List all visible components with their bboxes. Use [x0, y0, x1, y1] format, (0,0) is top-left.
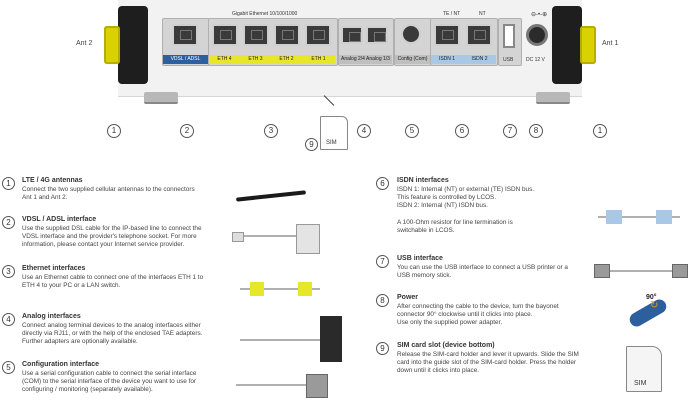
ant-1-label: Ant 1 [602, 40, 619, 47]
device-foot-right [536, 92, 570, 104]
antenna-connector-2 [104, 26, 120, 64]
dc-label: DC 12 V [526, 57, 545, 63]
sim-card-icon [320, 116, 348, 150]
section-4-body: Connect analog terminal devices to the a… [22, 322, 203, 346]
config-com-port [401, 24, 421, 44]
section-2-body: Use the supplied DSL cable for the IP-ba… [22, 225, 202, 249]
callout-1-right: 1 [593, 124, 607, 138]
ethernet-plug-right-icon [298, 282, 312, 296]
rotate-arrow-icon: ↻ [650, 300, 659, 311]
eth2-label: ETH 2 [271, 55, 302, 64]
section-8-number: 8 [376, 294, 389, 307]
usb-plug-b-icon [672, 264, 688, 278]
dsl-rj-plug-icon [232, 232, 244, 242]
eth2-port [274, 24, 300, 46]
section-1-title: LTE / 4G antennas [22, 177, 83, 184]
isdn1-port [434, 24, 460, 46]
section-5-title: Configuration interface [22, 361, 100, 368]
nt-label: NT [479, 11, 486, 17]
tae-adapter-icon [320, 316, 342, 362]
callout-9: 9 [305, 138, 318, 151]
section-5-number: 5 [2, 361, 15, 374]
sim-label-top: SIM [326, 140, 337, 146]
callout-3: 3 [264, 124, 278, 138]
eth3-label: ETH 3 [240, 55, 271, 64]
section-5-body: Use a serial configuration cable to conn… [22, 370, 197, 394]
usb-plug-a-icon [594, 264, 610, 278]
section-6-body: ISDN 1: Internal (NT) or external (TE) I… [397, 186, 535, 234]
section-4-number: 4 [2, 313, 15, 326]
section-6-number: 6 [376, 177, 389, 190]
section-1-number: 1 [2, 177, 15, 190]
analog-cable-illustration [240, 339, 320, 341]
usb-label: USB [503, 57, 514, 63]
eth3-port [243, 24, 269, 46]
antenna-connector-1 [580, 26, 596, 64]
callout-6: 6 [455, 124, 469, 138]
dc-polarity-icon: ⊖-•-⊕ [531, 12, 548, 18]
section-1-body: Connect the two supplied cellular antenn… [22, 186, 195, 202]
vdsl-port [172, 24, 198, 46]
te-nt-label: TE / NT [443, 11, 461, 17]
section-7-body: You can use the USB interface to connect… [397, 264, 568, 280]
device-end-cap-left [118, 6, 148, 84]
section-2-title: VDSL / ADSL interface [22, 216, 97, 223]
serial-cable-illustration [236, 384, 326, 386]
sim-card-illustration-label: SIM [634, 380, 647, 387]
eth1-port [305, 24, 331, 46]
dsl-cable-illustration [236, 235, 296, 237]
analog-1-3-port [366, 26, 388, 44]
section-9-number: 9 [376, 342, 389, 355]
callout-5: 5 [405, 124, 419, 138]
section-3-body: Use an Ethernet cable to connect one of … [22, 274, 204, 290]
ant-2-label: Ant 2 [76, 40, 93, 47]
section-8-title: Power [397, 294, 419, 301]
section-4-title: Analog interfaces [22, 313, 81, 320]
section-7-number: 7 [376, 255, 389, 268]
section-7-title: USB interface [397, 255, 443, 262]
section-6-title: ISDN interfaces [397, 177, 449, 184]
config-label: Config (Com) [395, 55, 430, 64]
eth1-label: ETH 1 [302, 55, 335, 64]
callout-7: 7 [503, 124, 517, 138]
section-2-number: 2 [2, 216, 15, 229]
isdn2-port [466, 24, 492, 46]
usb-port [503, 24, 515, 48]
section-9-title: SIM card slot (device bottom) [397, 342, 495, 349]
vdsl-label: VDSL / ADSL [163, 55, 208, 64]
serial-db9-plug-icon [306, 374, 328, 398]
isdn-plug-left-icon [606, 210, 622, 224]
device-end-cap-right [552, 6, 582, 84]
sim-card-illustration [626, 346, 662, 392]
dc-power-socket [526, 24, 548, 46]
section-3-number: 3 [2, 265, 15, 278]
device-foot-left [144, 92, 178, 104]
callout-1-left: 1 [107, 124, 121, 138]
power-angle-label: 90° [646, 294, 657, 301]
callout-2: 2 [180, 124, 194, 138]
gigabit-label: Gigabit Ethernet 10/100/1000 [232, 11, 298, 17]
isdn1-label: ISDN 1 [431, 55, 463, 64]
section-8-body: After connecting the cable to the device… [397, 303, 559, 327]
analog-label: Analog 2/4 Analog 1/3 [339, 55, 392, 64]
eth4-port [212, 24, 238, 46]
section-3-title: Ethernet interfaces [22, 265, 86, 272]
callout-4: 4 [357, 124, 371, 138]
ethernet-plug-left-icon [250, 282, 264, 296]
analog-2-4-port [341, 26, 363, 44]
eth4-label: ETH 4 [209, 55, 240, 64]
section-9-body: Release the SIM-card holder and lever it… [397, 351, 579, 375]
callout-8: 8 [529, 124, 543, 138]
isdn-plug-right-icon [656, 210, 672, 224]
power-bayonet-connector-icon [627, 296, 669, 330]
usb-cable-illustration [598, 270, 680, 272]
antenna-illustration [235, 190, 307, 202]
ethernet-cable-illustration [240, 288, 320, 290]
isdn-cable-illustration [598, 216, 680, 218]
dsl-tae-plug-icon [296, 224, 320, 254]
isdn2-label: ISDN 2 [463, 55, 496, 64]
